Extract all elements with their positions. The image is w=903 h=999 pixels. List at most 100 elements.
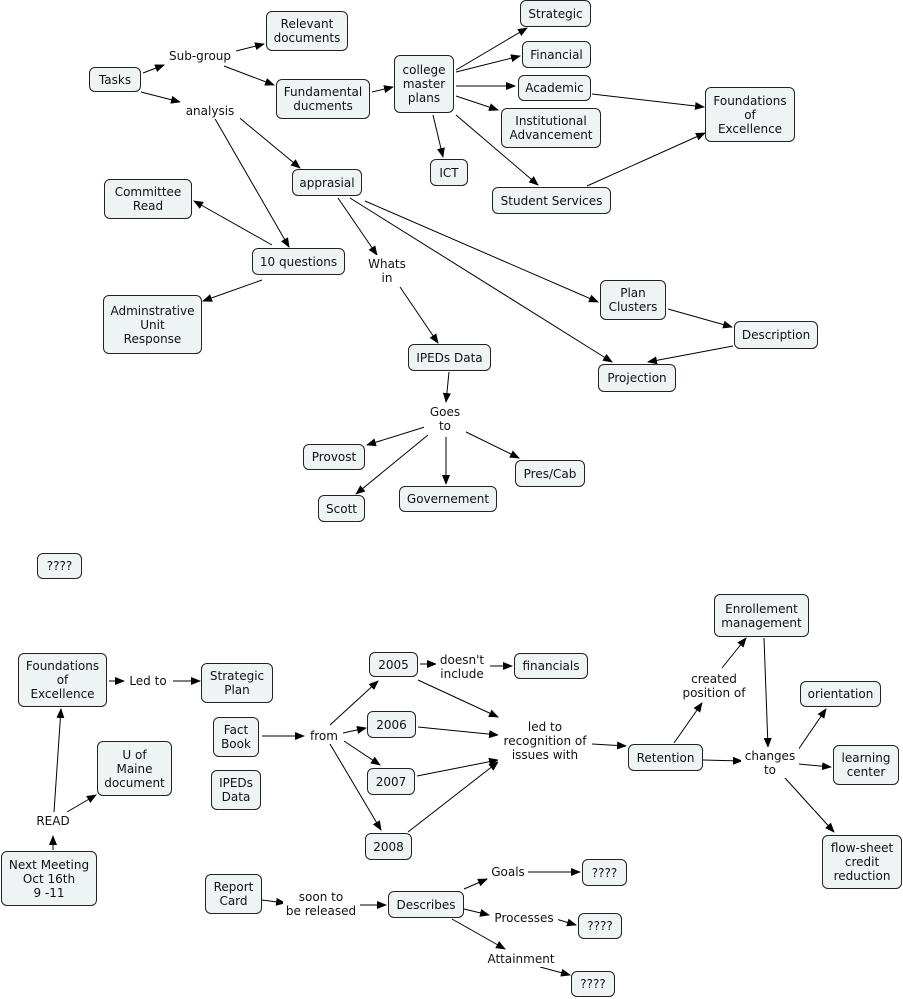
connector-arrow [416, 757, 499, 777]
connector-arrow [721, 637, 747, 669]
concept-2005[interactable]: 2005 [369, 652, 418, 677]
concept-provost[interactable]: Provost [303, 444, 365, 470]
concept-plan-clusters[interactable]: Plan Clusters [600, 280, 666, 320]
concept-2006[interactable]: 2006 [367, 711, 416, 738]
concept-academic[interactable]: Academic [518, 75, 591, 101]
concept-financials[interactable]: financials [514, 653, 588, 679]
connector-arrow [763, 637, 772, 748]
link-processes: Processes [490, 909, 558, 926]
concept-projection[interactable]: Projection [598, 364, 676, 392]
connector-arrow [407, 761, 499, 833]
connector-arrow [463, 878, 488, 890]
connector-arrow [337, 197, 378, 256]
concept-2008[interactable]: 2008 [365, 833, 412, 860]
connector-arrow [432, 114, 445, 158]
concept-strategic[interactable]: Strategic [520, 0, 591, 27]
concept-governement[interactable]: Governement [399, 486, 497, 512]
connector-arrow [140, 91, 181, 104]
connector-arrow [371, 85, 394, 93]
connector-arrow [591, 93, 705, 110]
connector-arrow [399, 286, 439, 344]
connector-arrow [329, 743, 382, 831]
connector-arrow [647, 345, 734, 365]
concept-u-of-maine-document[interactable]: U of Maine document [97, 741, 172, 796]
connector-arrow [343, 740, 381, 766]
concept-student-services[interactable]: Student Services [492, 187, 611, 214]
concept-committee-read[interactable]: Committee Read [104, 179, 192, 219]
concept-pres-cab[interactable]: Pres/Cab [515, 460, 585, 487]
connector-arrow [555, 918, 577, 927]
link-created-position-of: created position of [678, 670, 750, 701]
connector-arrow [142, 64, 165, 74]
connector-arrow [349, 197, 613, 363]
concept-10-questions[interactable]: 10 questions [252, 248, 345, 275]
connector-arrow [673, 702, 703, 744]
concept-ict[interactable]: ICT [430, 159, 468, 186]
concept-learning-center[interactable]: learning center [833, 745, 899, 785]
link-analysis: analysis [180, 102, 240, 119]
concept-next-meeting[interactable]: Next Meeting Oct 16th 9 -11 [1, 851, 97, 906]
connector-arrow [784, 777, 835, 833]
concept-scott[interactable]: Scott [318, 495, 365, 522]
concept-ipeds-data-bottom[interactable]: IPEDs Data [211, 770, 261, 810]
connector-arrow [223, 65, 275, 86]
connector-arrow [366, 425, 429, 447]
concept-unknown-goals[interactable]: ???? [582, 859, 627, 886]
concept-relevant-documents[interactable]: Relevant documents [266, 11, 348, 51]
concept-description[interactable]: Description [734, 321, 818, 349]
connector-arrow [455, 54, 521, 73]
link-from: from [305, 727, 343, 744]
link-sub-group: Sub-group [164, 47, 236, 64]
connector-arrow [442, 371, 451, 403]
connector-arrow [235, 114, 301, 169]
concept-apprasial[interactable]: apprasial [292, 169, 362, 196]
concept-strategic-plan[interactable]: Strategic Plan [201, 663, 273, 703]
link-soon-to-be-released: soon to be released [283, 888, 359, 919]
concept-college-master-plans[interactable]: college master plans [394, 55, 454, 113]
concept-fundamental-ducments[interactable]: Fundamental ducments [276, 79, 370, 119]
connector-arrow [329, 680, 379, 726]
link-changes-to: changes to [741, 747, 799, 778]
connector-arrow [417, 726, 499, 739]
connector-arrow [261, 897, 286, 906]
link-led-to-recognition: led to recognition of issues with [498, 718, 592, 763]
connector-arrow [53, 708, 65, 813]
connector-arrow [455, 27, 528, 71]
connector-arrow [797, 762, 832, 771]
concept-ipeds-data-top[interactable]: IPEDs Data [408, 344, 491, 371]
concept-tasks[interactable]: Tasks [89, 67, 141, 92]
link-goals: Goals [488, 863, 528, 880]
concept-financial[interactable]: Financial [522, 41, 591, 68]
connector-arrow [461, 429, 520, 459]
connector-arrow [463, 908, 490, 917]
concept-report-card[interactable]: Report Card [205, 874, 262, 914]
connector-arrow [539, 966, 571, 977]
link-attainment: Attainment [484, 950, 558, 967]
connector-arrow [797, 708, 827, 751]
concept-describes[interactable]: Describes [388, 891, 464, 918]
connector-arrow [455, 95, 499, 111]
connector-arrow [702, 756, 743, 765]
concept-adminstrative-unit-response[interactable]: Adminstrative Unit Response [103, 295, 202, 354]
concept-2007[interactable]: 2007 [367, 768, 415, 795]
concept-flow-sheet-credit-reduction[interactable]: flow-sheet credit reduction [822, 835, 902, 889]
concept-enrollement-management[interactable]: Enrollement management [714, 594, 809, 637]
link-whats-in: Whats in [364, 255, 410, 286]
connector-arrow [455, 114, 539, 186]
connector-arrow [342, 726, 367, 734]
concept-unknown-attainment[interactable]: ???? [571, 971, 615, 997]
concept-orientation[interactable]: orientation [800, 681, 881, 707]
link-led-to: Led to [125, 672, 171, 689]
concept-retention[interactable]: Retention [628, 744, 703, 771]
concept-foundations-of-excellence-bottom[interactable]: Foundations of Excellence [18, 653, 107, 707]
connector-arrow [417, 679, 499, 718]
concept-unknown-processes[interactable]: ???? [578, 913, 622, 939]
concept-unknown[interactable]: ???? [37, 553, 82, 579]
connector-arrow [451, 918, 506, 950]
concept-foundations-of-excellence-top[interactable]: Foundations of Excellence [705, 87, 795, 142]
concept-institutional-advancement[interactable]: Institutional Advancement [501, 108, 601, 148]
connector-arrow [355, 434, 429, 495]
concept-fact-book[interactable]: Fact Book [213, 717, 259, 757]
connector-arrow [193, 200, 273, 246]
